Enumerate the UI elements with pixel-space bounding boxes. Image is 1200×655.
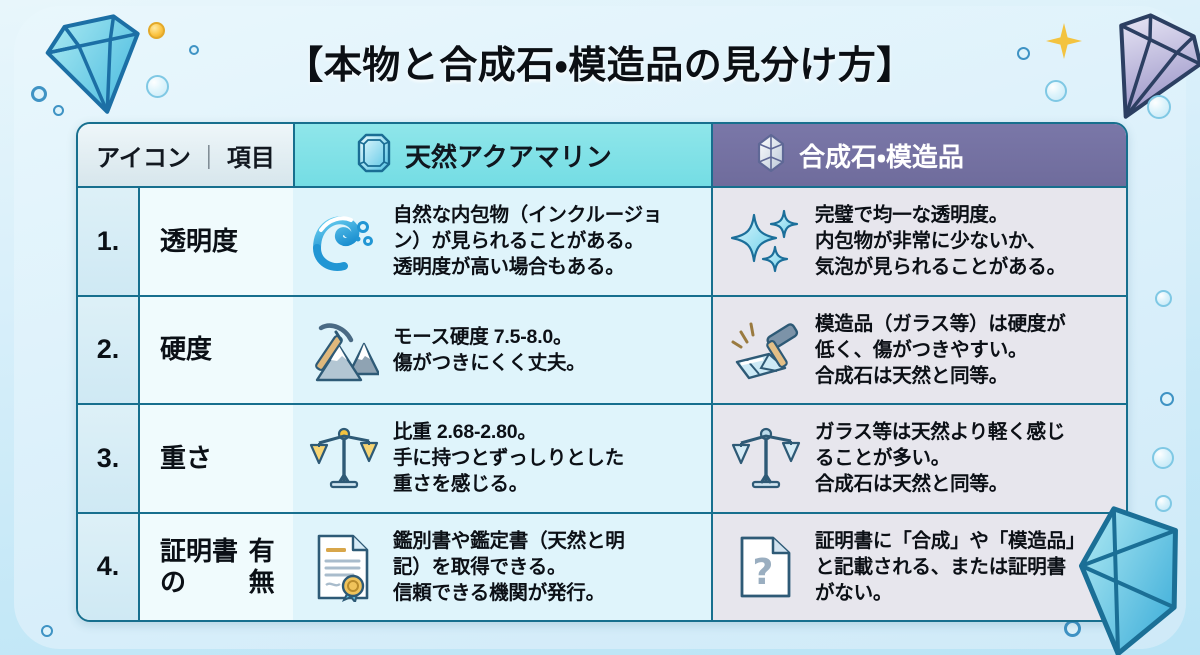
balance-scale-blue-icon	[729, 421, 803, 495]
natural-cell: 自然な内包物（インクルージョ ン）が見られることがある。 透明度が高い場合もある…	[293, 188, 711, 295]
balance-scale-gold-icon	[307, 421, 381, 495]
table-row: 4. 証明書の有無 鑑別書や鑑	[78, 511, 1126, 620]
comparison-table: アイコン ｜ 項目 天然アクアマリン	[76, 122, 1128, 622]
pickaxe-mountain-icon	[307, 313, 381, 387]
bubble-decorations	[1152, 447, 1174, 469]
header-label-natural: 天然アクアマリン	[405, 141, 612, 172]
synthetic-text: 模造品（ガラス等）は硬度が 低く、傷がつきやすい。 合成石は天然と同等。	[815, 312, 1066, 387]
wave-icon	[307, 204, 381, 278]
header-cell-natural: 天然アクアマリン	[293, 124, 711, 186]
row-item-cell: 3. 重さ	[78, 405, 293, 512]
synthetic-text: ガラス等は天然より軽く感じ ることが多い。 合成石は天然と同等。	[815, 421, 1066, 496]
gold-dot	[148, 22, 165, 39]
bubble-decorations	[1155, 290, 1172, 307]
row-item-cell: 2. 硬度	[78, 296, 293, 403]
synthetic-cell: 完璧で均一な透明度。 内包物が非常に少ないか、 気泡が見られることがある。	[711, 188, 1126, 295]
natural-text: 鑑別書や鑑定書（天然と明 記）を取得できる。 信頼できる機関が発行。	[393, 529, 625, 604]
bubble-decorations	[146, 75, 169, 98]
bubble-decorations	[1160, 392, 1174, 406]
bubble-decorations	[189, 45, 199, 55]
sparkles-icon	[729, 204, 803, 278]
bubble-decorations	[1155, 495, 1172, 512]
svg-text:?: ?	[753, 552, 774, 593]
bubble-decorations	[1045, 80, 1067, 102]
table-row: 2. 硬度 モース硬度 7.5-8.0。	[78, 294, 1126, 403]
bubble-decorations	[1064, 620, 1081, 637]
table-row: 1. 透明度 自然な内包物	[78, 186, 1126, 295]
header-label-synthetic: 合成石・模造品	[799, 141, 964, 172]
row-label: 証明書の有無	[138, 513, 293, 620]
natural-cell: モース硬度 7.5-8.0。 傷がつきにくく丈夫。	[293, 296, 711, 403]
hammer-broken-glass-icon	[729, 313, 803, 387]
table-row: 3. 重さ 比重 2.68-2	[78, 403, 1126, 512]
natural-cell: 鑑別書や鑑定書（天然と明 記）を取得できる。 信頼できる機関が発行。	[293, 513, 711, 620]
synthetic-text: 証明書に「合成」や「模造品」 と記載される、または証明書 がない。	[815, 529, 1086, 604]
bubble-decorations	[41, 625, 53, 637]
unknown-document-icon: ?	[729, 530, 803, 604]
row-number: 2.	[78, 296, 138, 403]
row-label: 重さ	[138, 405, 293, 512]
natural-cell: 比重 2.68-2.80。 手に持つとずっしりとした 重さを感じる。	[293, 405, 711, 512]
synthetic-text: 完璧で均一な透明度。 内包物が非常に少ないか、 気泡が見られることがある。	[815, 204, 1066, 279]
row-label: 硬度	[138, 296, 293, 403]
bubble-decorations	[53, 105, 64, 116]
bubble-decorations	[1147, 95, 1171, 119]
header-item-word: 項目	[226, 144, 275, 172]
row-number: 4.	[78, 513, 138, 620]
synthetic-cell: ? 証明書に「合成」や「模造品」 と記載される、または証明書 がない。	[711, 513, 1126, 620]
header-cell-item: アイコン ｜ 項目	[78, 124, 293, 186]
natural-text: モース硬度 7.5-8.0。 傷がつきにくく丈夫。	[393, 325, 586, 374]
row-item-cell: 1. 透明度	[78, 188, 293, 295]
bubble-decorations	[31, 86, 47, 102]
certificate-seal-icon	[307, 530, 381, 604]
row-label: 透明度	[138, 188, 293, 295]
header-cell-synthetic: 合成石・模造品	[711, 124, 1126, 186]
natural-text: 自然な内包物（インクルージョ ン）が見られることがある。 透明度が高い場合もある…	[393, 204, 663, 279]
synthetic-cell: 模造品（ガラス等）は硬度が 低く、傷がつきやすい。 合成石は天然と同等。	[711, 296, 1126, 403]
synthetic-cell: ガラス等は天然より軽く感じ ることが多い。 合成石は天然と同等。	[711, 405, 1126, 512]
row-number: 3.	[78, 405, 138, 512]
header-separator: ｜	[196, 144, 221, 172]
page-title: 【本物と合成石・模造品の見分け方】	[285, 45, 915, 87]
header-icon-word: アイコン	[96, 144, 191, 172]
synthetic-gem-icon	[757, 133, 785, 178]
bubble-decorations	[1017, 47, 1030, 60]
row-number: 1.	[78, 188, 138, 295]
emerald-gem-icon	[357, 133, 391, 178]
table-header-row: アイコン ｜ 項目 天然アクアマリン	[78, 124, 1126, 186]
row-item-cell: 4. 証明書の有無	[78, 513, 293, 620]
natural-text: 比重 2.68-2.80。 手に持つとずっしりとした 重さを感じる。	[393, 421, 625, 496]
